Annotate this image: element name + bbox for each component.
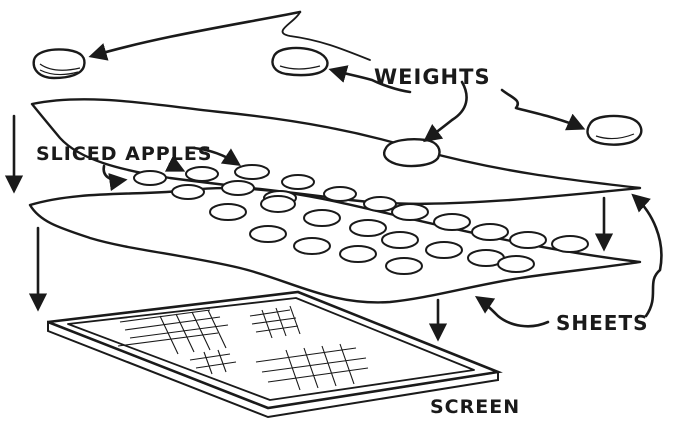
apple-slice — [133, 170, 167, 186]
arrow-sliced-apples-left — [102, 164, 128, 192]
weights-swoosh — [281, 11, 371, 61]
lower-sheet — [28, 186, 642, 304]
apple-slice — [185, 166, 219, 182]
arrow-to-weight-left — [88, 10, 302, 61]
arrow-sliced-apples-right — [192, 146, 242, 167]
upper-sheet — [30, 98, 642, 205]
arrow-sliced-apples-mid — [164, 155, 186, 172]
arrow-sheets-to-lower — [474, 295, 550, 328]
apple-slice — [391, 203, 429, 221]
screen-mesh — [117, 305, 369, 391]
label-weights: WEIGHTS — [374, 65, 491, 89]
apple-slice — [433, 213, 471, 231]
apple-slice — [471, 223, 509, 241]
label-sheets: SHEETS — [556, 311, 649, 335]
apple-slice — [363, 196, 397, 212]
apple-slice — [339, 245, 377, 263]
weight-center — [382, 138, 441, 168]
apple-slice — [209, 203, 247, 221]
apple-slice — [509, 231, 547, 249]
apple-slice — [425, 241, 463, 259]
apple-slice — [234, 164, 270, 180]
apple-slice — [171, 184, 205, 200]
apple-slice — [303, 209, 341, 227]
apple-slice — [249, 225, 287, 243]
apple-slice — [385, 257, 423, 275]
arrow-to-weight-top — [328, 65, 412, 94]
weight-top — [271, 46, 329, 77]
arrow-sheets-to-upper — [631, 193, 663, 318]
drying-screen — [47, 290, 503, 419]
label-sliced-apples: SLICED APPLES — [36, 143, 213, 165]
apple-slice — [260, 195, 296, 213]
apple-slice — [381, 231, 419, 249]
arrow-to-weight-right — [500, 88, 586, 131]
apple-slice — [293, 237, 331, 255]
apple-slice — [497, 255, 535, 273]
arrow-to-weight-center — [423, 80, 468, 143]
weight-left — [32, 48, 86, 80]
apple-slice — [551, 235, 589, 253]
apple-slice — [281, 174, 315, 190]
upper-sheet-slices — [133, 164, 397, 212]
weight-right — [586, 114, 643, 146]
label-screen: SCREEN — [430, 396, 520, 418]
screen-frame — [47, 290, 503, 410]
lower-sheet-slices — [209, 195, 589, 275]
apple-slice — [221, 180, 255, 196]
apple-slice — [349, 219, 387, 237]
screen-inner-border — [67, 297, 475, 401]
apple-slice — [323, 186, 357, 202]
